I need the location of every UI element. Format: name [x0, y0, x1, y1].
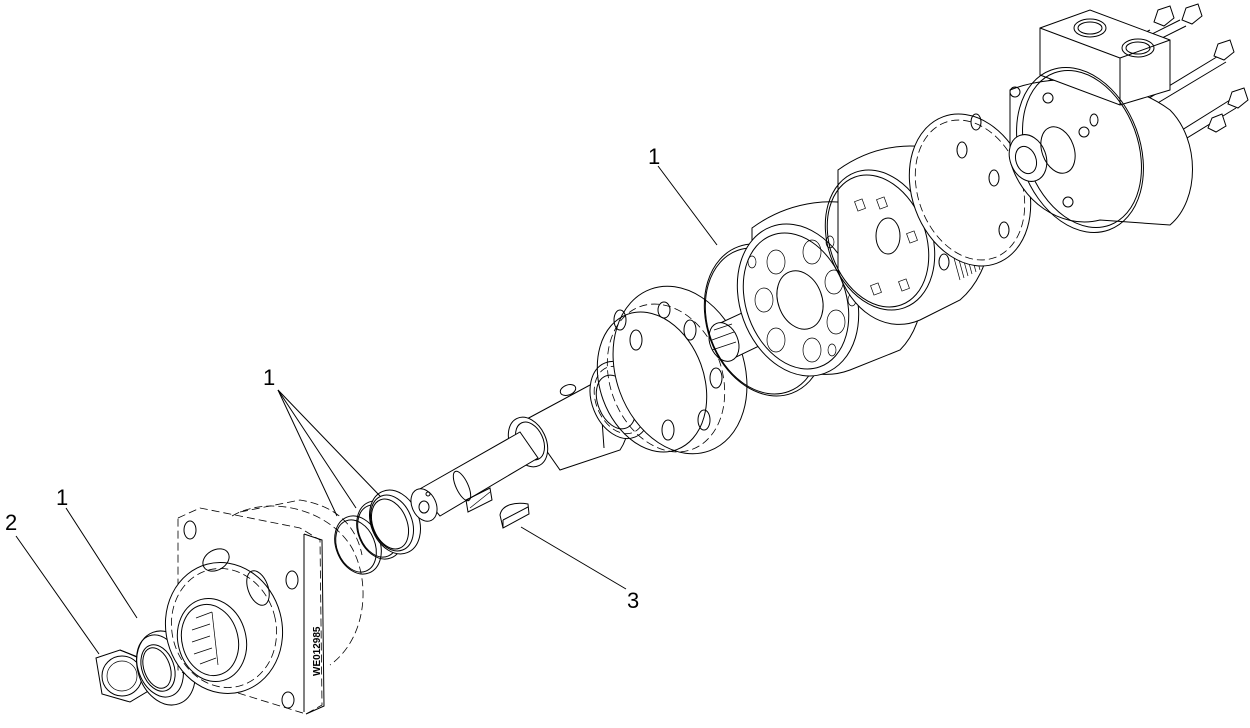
callout-label-seal-washer: 1 [56, 485, 69, 510]
leader-lines [15, 165, 718, 655]
callout-label-seal-rings: 1 [263, 365, 276, 390]
callout-label-key: 3 [627, 588, 640, 613]
front-housing-flange [164, 499, 364, 715]
commutator-valve [908, 113, 1032, 271]
callout-label-nut: 2 [5, 510, 18, 535]
woodruff-key [499, 502, 530, 529]
end-cover-with-ports [1008, 3, 1249, 233]
callout-label-o-ring: 1 [648, 144, 661, 169]
drawing-id-text: WE012985 [312, 626, 323, 676]
shaft-seal-rings [334, 489, 421, 575]
